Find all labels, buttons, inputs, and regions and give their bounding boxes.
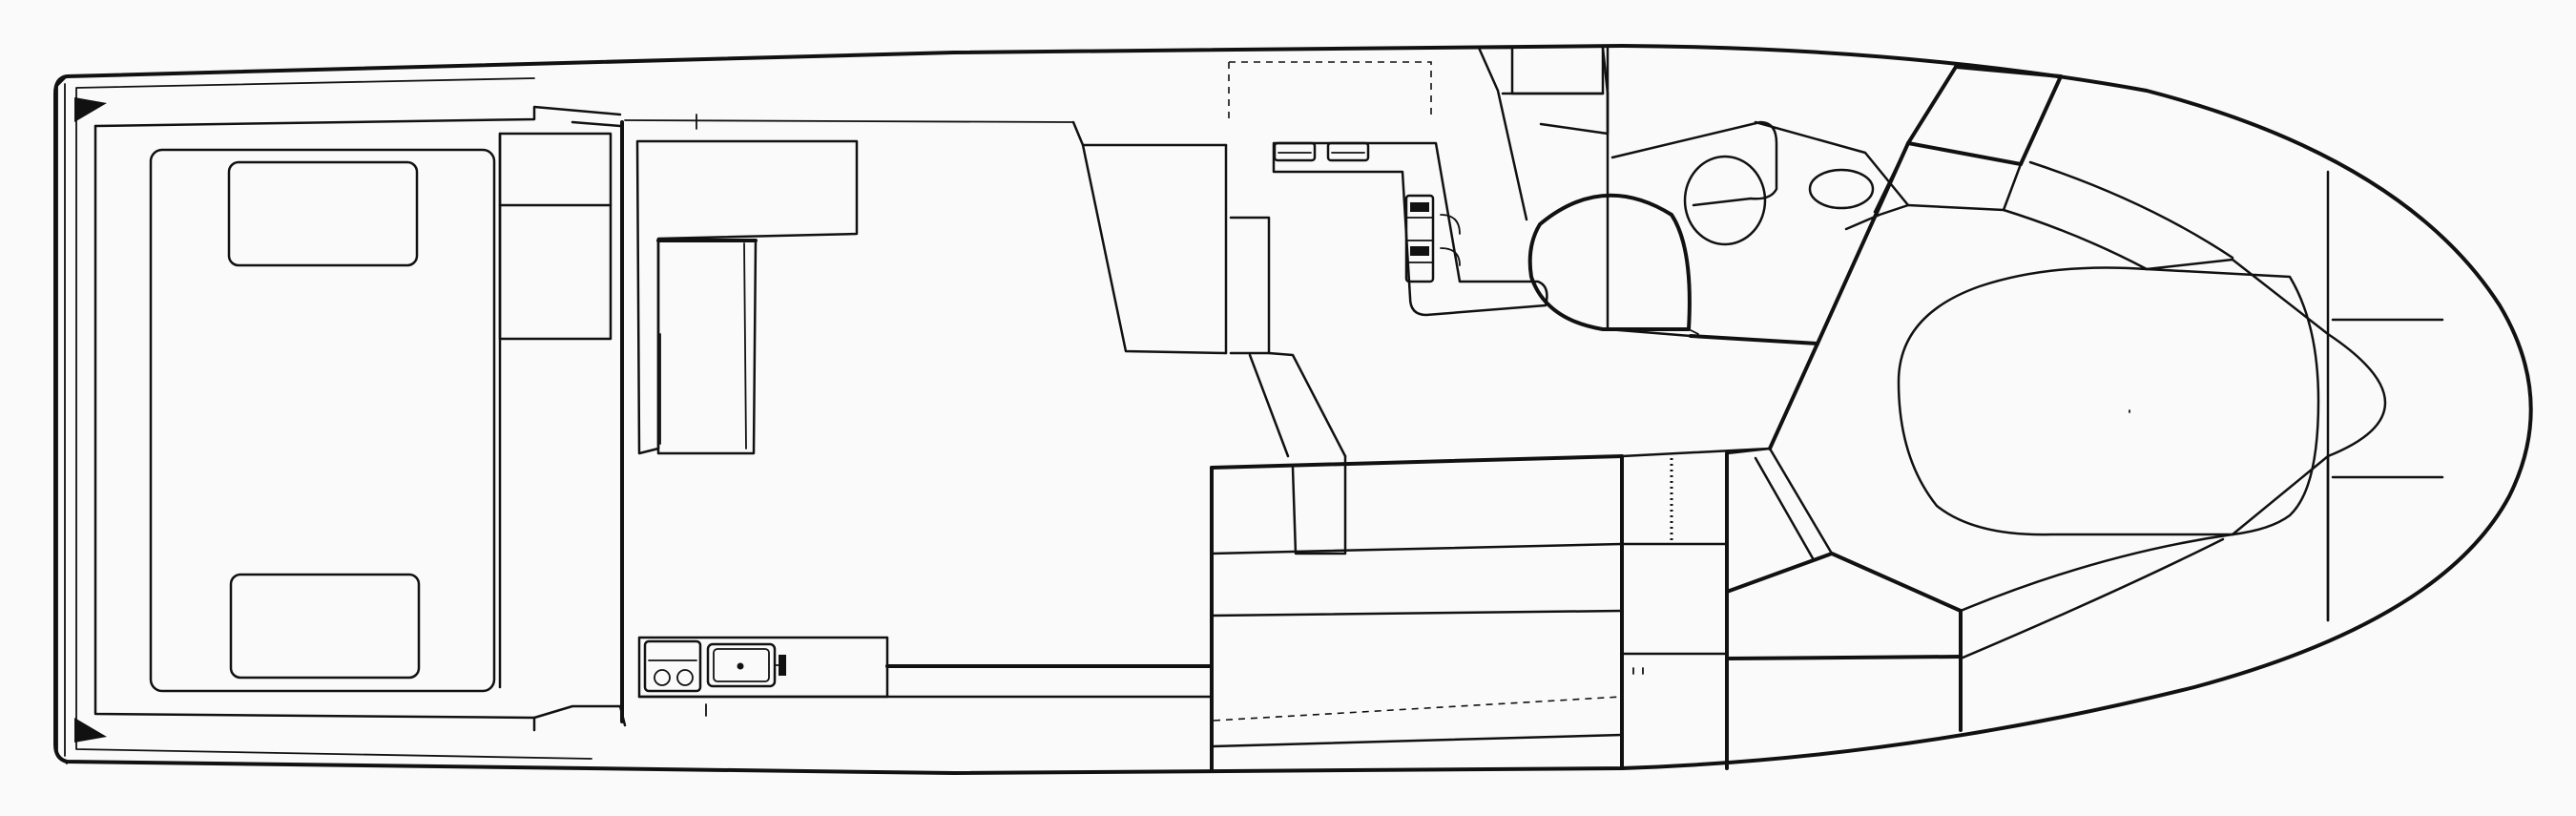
cockpit-area [93, 105, 627, 732]
lower-cabin [1210, 454, 1624, 773]
forward-galley-counter [1272, 141, 1548, 317]
hull-outline [53, 44, 2533, 775]
stern-corner-markers [74, 97, 107, 743]
helm-station [1224, 61, 1432, 458]
companionway [1606, 327, 1819, 345]
head-compartment [1477, 46, 1910, 335]
forward-stateroom [1768, 65, 2444, 622]
frame-corner-left [56, 75, 68, 764]
starboard-berth [1725, 447, 2330, 732]
bulkhead-line [620, 114, 1074, 723]
galley-stove-sink [643, 639, 786, 693]
salon-area [635, 120, 1228, 699]
mid-cabin-bulkhead [1620, 447, 1772, 770]
